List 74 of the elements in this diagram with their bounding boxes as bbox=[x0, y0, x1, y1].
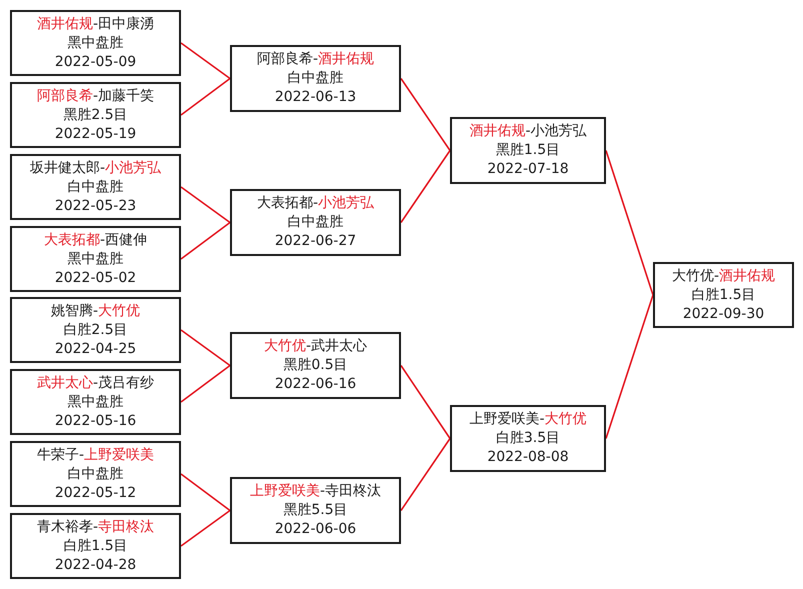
match-players: 武井太心-茂吕有纱 bbox=[36, 374, 154, 392]
match-result: 白中盘胜 bbox=[68, 464, 124, 484]
match-result: 白中盘胜 bbox=[288, 213, 344, 232]
match-date: 2022-05-16 bbox=[54, 412, 136, 430]
match-date: 2022-06-13 bbox=[274, 88, 356, 107]
match-players: 大表拓都-西健伸 bbox=[44, 230, 148, 250]
bracket-line bbox=[180, 42, 230, 80]
match-players: 酒井佑规-田中康湧 bbox=[36, 14, 154, 34]
match-box bbox=[10, 441, 181, 507]
bracket-line bbox=[180, 186, 230, 224]
match-players: 大竹优-酒井佑规 bbox=[672, 266, 776, 286]
match-date: 2022-06-06 bbox=[274, 520, 356, 539]
match-box bbox=[10, 82, 181, 148]
bracket-line bbox=[400, 150, 451, 223]
match-date: 2022-05-12 bbox=[54, 484, 136, 502]
match-result: 黑胜1.5目 bbox=[496, 141, 560, 160]
match-box bbox=[653, 262, 794, 328]
match-date: 2022-07-18 bbox=[487, 160, 569, 179]
match-date: 2022-04-28 bbox=[54, 556, 136, 574]
match-players: 上野爱咲美-寺田柊汰 bbox=[250, 482, 382, 501]
match-date: 2022-04-25 bbox=[54, 340, 136, 358]
match-players: 牛荣子-上野爱咲美 bbox=[36, 446, 154, 464]
match-box bbox=[10, 154, 181, 220]
bracket-line bbox=[180, 364, 230, 403]
match-box bbox=[450, 405, 606, 472]
match-result: 黑胜0.5目 bbox=[283, 356, 348, 375]
match-result: 白胜2.5目 bbox=[63, 320, 128, 340]
bracket-line bbox=[180, 222, 230, 260]
match-box bbox=[230, 332, 401, 399]
match-result: 黑中盘胜 bbox=[68, 392, 124, 412]
match-players: 大表拓都-小池芳弘 bbox=[256, 194, 374, 213]
match-result: 白胜1.5目 bbox=[691, 286, 756, 304]
bracket-line bbox=[180, 78, 230, 116]
match-result: 白胜1.5目 bbox=[63, 536, 128, 556]
bracket-line bbox=[605, 294, 654, 439]
match-date: 2022-05-02 bbox=[54, 268, 136, 288]
match-result: 黑中盘胜 bbox=[68, 34, 124, 52]
match-players: 大竹优-武井太心 bbox=[264, 337, 368, 356]
match-box bbox=[230, 45, 401, 112]
match-result: 白中盘胜 bbox=[288, 69, 344, 88]
match-date: 2022-08-08 bbox=[487, 448, 569, 467]
match-date: 2022-05-09 bbox=[54, 52, 136, 72]
match-box bbox=[10, 226, 181, 292]
match-players: 阿部良希-酒井佑规 bbox=[256, 50, 374, 69]
match-result: 黑胜2.5目 bbox=[63, 106, 128, 124]
match-result: 白中盘胜 bbox=[68, 178, 124, 196]
match-players: 阿部良希-加藤千笑 bbox=[36, 86, 154, 106]
match-result: 白胜3.5目 bbox=[496, 429, 560, 448]
bracket-line bbox=[400, 365, 451, 439]
bracket-line bbox=[400, 438, 451, 511]
match-players: 酒井佑规-小池芳弘 bbox=[469, 122, 587, 141]
match-box bbox=[230, 189, 401, 256]
match-players: 青木裕孝-寺田柊汰 bbox=[36, 518, 154, 536]
match-players: 上野爱咲美-大竹优 bbox=[469, 410, 587, 429]
match-players: 坂井健太郎-小池芳弘 bbox=[30, 158, 162, 178]
match-date: 2022-06-27 bbox=[274, 232, 356, 251]
match-result: 黑中盘胜 bbox=[68, 250, 124, 268]
match-box bbox=[10, 10, 181, 76]
bracket-line bbox=[605, 150, 654, 296]
match-box bbox=[10, 513, 181, 579]
match-date: 2022-09-30 bbox=[682, 304, 764, 324]
match-box bbox=[10, 297, 181, 363]
match-box bbox=[450, 117, 606, 184]
match-players: 姚智腾-大竹优 bbox=[50, 302, 140, 320]
bracket-line bbox=[180, 473, 230, 512]
bracket-line bbox=[180, 329, 230, 366]
match-date: 2022-06-16 bbox=[274, 375, 356, 394]
match-box bbox=[10, 369, 181, 435]
bracket-line bbox=[180, 510, 230, 547]
bracket-line bbox=[400, 78, 451, 151]
match-box bbox=[230, 477, 401, 544]
match-date: 2022-05-19 bbox=[54, 124, 136, 144]
match-date: 2022-05-23 bbox=[54, 196, 136, 216]
match-result: 黑胜5.5目 bbox=[283, 501, 348, 520]
